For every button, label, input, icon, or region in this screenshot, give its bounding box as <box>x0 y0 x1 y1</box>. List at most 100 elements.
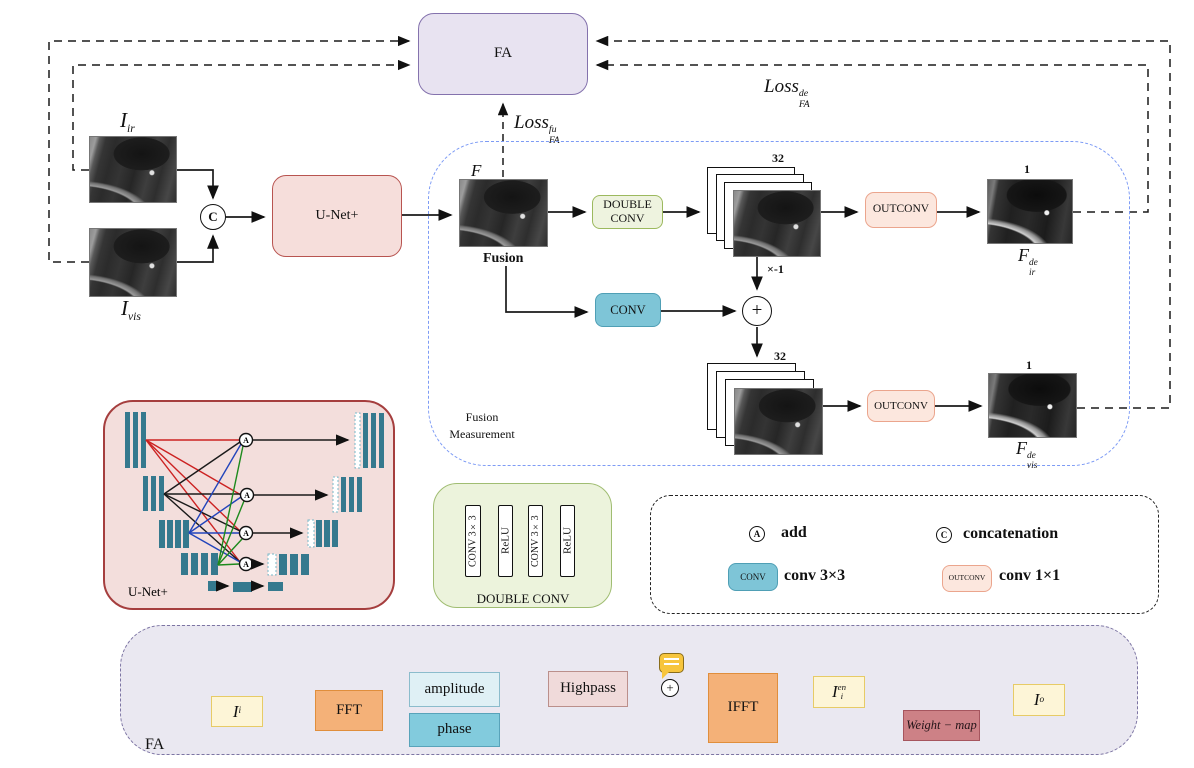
outconv1-label: OUTCONV <box>872 203 930 216</box>
unet-skip-lines <box>145 439 245 566</box>
feature-stack1-image <box>733 190 821 257</box>
dc-bar-conv2-text: CONV 3×3 <box>530 515 541 567</box>
loss-fusion-sup: fu <box>548 124 557 136</box>
svg-text:A: A <box>244 491 250 500</box>
fft-box-label: FFT <box>336 701 362 718</box>
add-node-main: + <box>742 296 772 326</box>
legend-concat-label-text: concatenation <box>963 525 1059 542</box>
unet-panel-caption: U-Net+ <box>128 584 168 599</box>
input-ir-sub: ir <box>127 123 135 136</box>
legend-outconv-label-text: conv 1×1 <box>999 567 1061 584</box>
legend-conv-label: conv 3×3 <box>784 567 845 585</box>
wire-iir-to-fa <box>72 59 411 171</box>
fir-channels-label: 1 <box>1024 162 1030 177</box>
add-node-fa: + <box>661 679 679 697</box>
legend-conv-label-text: conv 3×3 <box>784 567 846 584</box>
input-ir-base: I <box>120 108 127 132</box>
legend-add-label-text: add <box>781 524 807 541</box>
svg-text:A: A <box>243 560 249 569</box>
fusion-caption-text: Fusion <box>483 251 524 266</box>
legend-panel <box>650 495 1159 614</box>
fa-enhanced-sup: en <box>837 681 846 692</box>
phase-box-label: phase <box>437 721 472 738</box>
measurement-caption-line2: Measurement <box>449 427 515 442</box>
fvis-channels-label: 1 <box>1026 358 1032 373</box>
fusion-caption: Fusion <box>483 251 523 267</box>
fa-detail-panel <box>120 625 1138 755</box>
wire-fir-to-fa <box>595 59 1149 213</box>
loss-decomp-sup: de <box>798 88 809 100</box>
input-vis-sub: vis <box>128 311 141 324</box>
fa-output-sub: o <box>1039 694 1045 705</box>
legend-concat-node: C <box>936 527 952 543</box>
times-minus1-text: ×-1 <box>767 262 784 276</box>
legend-outconv-label: conv 1×1 <box>999 567 1060 585</box>
loss-fusion-sub: FA <box>548 134 560 146</box>
fa-module-box: FA <box>418 13 588 95</box>
dc-bar-relu1: ReLU <box>498 505 513 577</box>
input-vis-label: Ivis <box>121 296 141 323</box>
unet-box: U-Net+ <box>272 175 402 257</box>
conv-chip: CONV <box>595 293 661 327</box>
double-conv-chip-label: DOUBLE CONV <box>603 197 652 225</box>
add-node-fa-symbol: + <box>666 680 674 695</box>
double-conv-panel-caption-text: DOUBLE CONV <box>476 591 570 606</box>
legend-conv-chip: CONV <box>728 563 778 591</box>
input-vis-base: I <box>121 296 128 320</box>
wire-iir-to-concat <box>177 169 219 200</box>
input-ir-label: Iir <box>120 108 135 135</box>
fa-module-label: FA <box>493 45 513 62</box>
wire-ivis-to-fa <box>48 35 411 263</box>
svg-text:A: A <box>243 529 249 538</box>
fa-input-sub: i <box>238 706 242 717</box>
stack2-channels-text: 32 <box>774 349 786 363</box>
measurement-caption-line1: Fusion <box>449 410 515 425</box>
unet-encoder-bars <box>125 412 283 592</box>
unet-decoder-arrows <box>216 434 350 592</box>
weight-map-label: Weight − map <box>906 718 977 733</box>
highpass-box: Highpass <box>548 671 628 707</box>
legend-concat-symbol: C <box>940 530 948 540</box>
highpass-box-label: Highpass <box>560 680 616 697</box>
ifft-box-label: IFFT <box>727 699 759 716</box>
dc-bar-conv1-text: CONV 3×3 <box>467 515 479 567</box>
unet-box-label: U-Net+ <box>315 207 359 223</box>
dc-bar-relu2: ReLU <box>560 505 575 577</box>
ifft-box: IFFT <box>708 673 778 743</box>
fir-channels-text: 1 <box>1024 162 1030 176</box>
legend-concat-label: concatenation <box>963 525 1058 543</box>
loss-fusion-base: Loss <box>514 112 549 133</box>
phase-box: phase <box>409 713 500 747</box>
outconv2-label: OUTCONV <box>874 399 928 412</box>
unet-detail-graphics: A A A A U-Net+ <box>125 412 384 599</box>
fft-box: FFT <box>315 690 383 731</box>
decomp-vis-base: F <box>1016 438 1027 458</box>
legend-add-symbol: A <box>753 529 761 539</box>
wire-fusion-to-conv <box>505 266 589 318</box>
dc-bar-relu1-text: ReLU <box>499 527 512 555</box>
unet-decoder-bars <box>267 412 384 576</box>
fa-enhanced-base: I <box>831 682 838 702</box>
legend-add-label: add <box>781 524 807 542</box>
decomp-ir-sub: ir <box>1029 268 1036 279</box>
fa-output-base: I <box>1033 690 1040 710</box>
outconv2-chip: OUTCONV <box>867 390 935 422</box>
legend-outconv-chip: OUTCONV <box>942 565 992 592</box>
fused-image-label: F <box>471 161 481 181</box>
note-icon <box>659 653 684 679</box>
fa-input-base: I <box>232 701 239 721</box>
double-conv-chip: DOUBLE CONV <box>592 195 663 229</box>
decomp-vis-sub: vis <box>1027 461 1038 472</box>
add-node-main-symbol: + <box>751 300 763 321</box>
decomp-ir-image <box>987 179 1073 244</box>
fa-panel-caption: FA <box>145 736 164 754</box>
double-conv-panel-caption: DOUBLE CONV <box>463 591 583 607</box>
wire-ivis-to-concat <box>177 234 219 263</box>
stack1-channels-label: 32 <box>772 151 784 166</box>
loss-decomp-base: Loss <box>764 76 799 97</box>
outconv1-chip: OUTCONV <box>865 192 937 228</box>
